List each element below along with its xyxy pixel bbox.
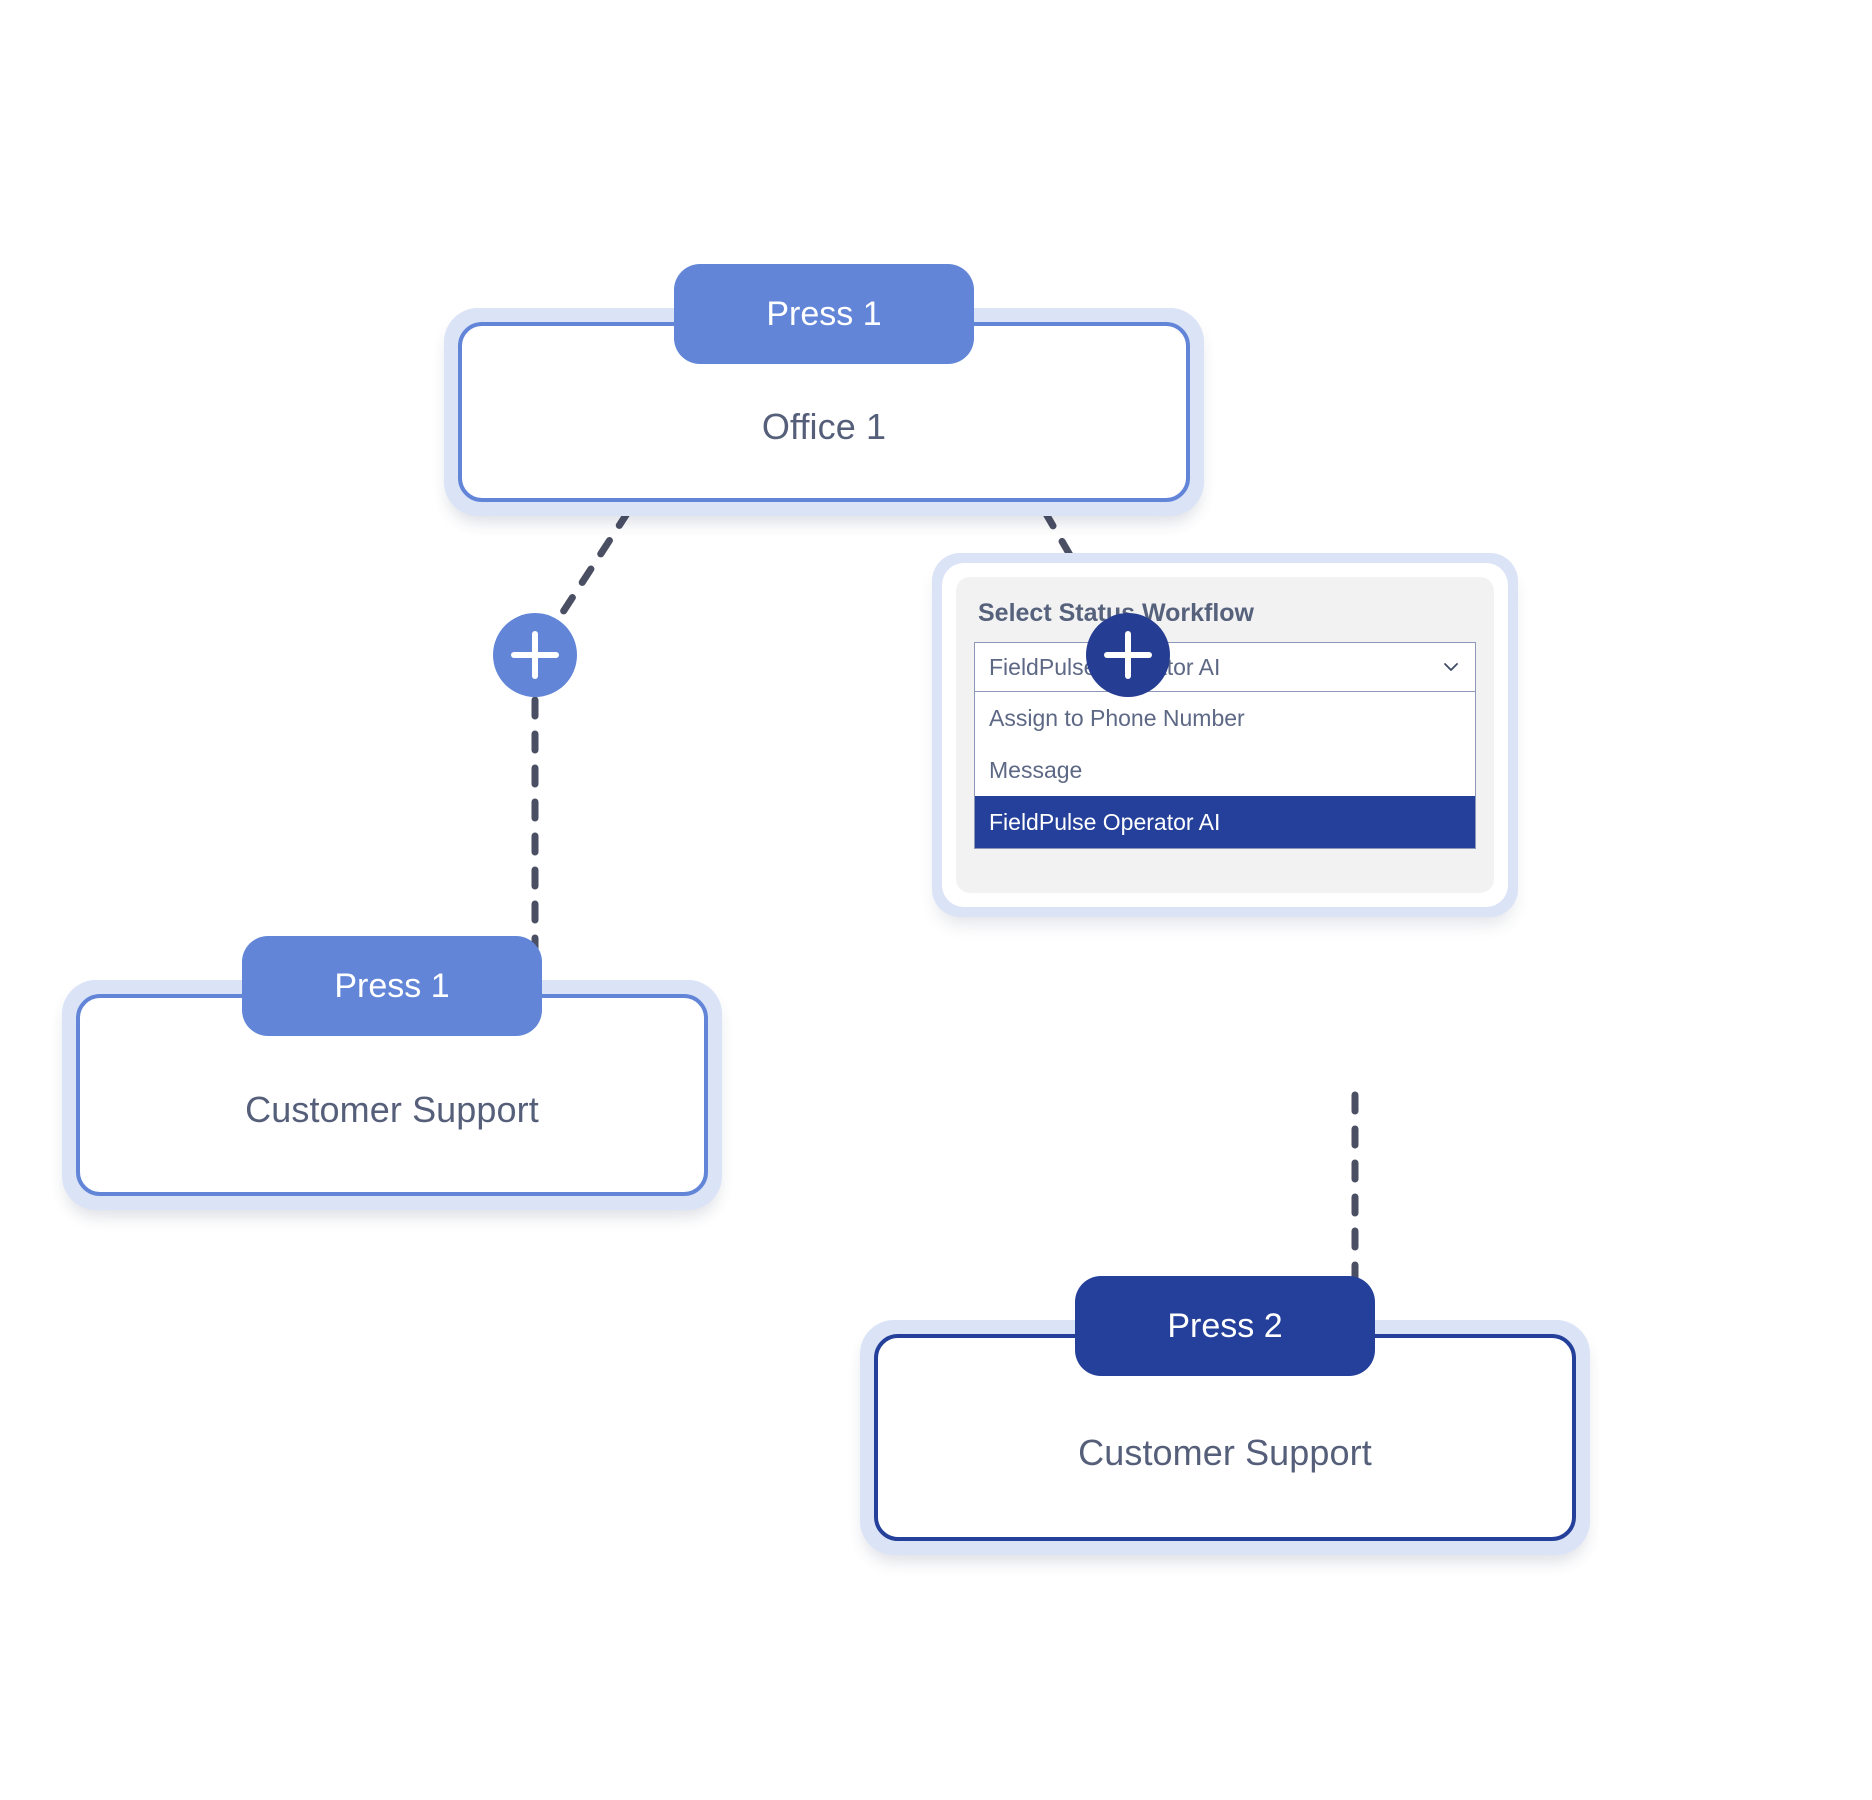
node-title: Office 1 (761, 406, 887, 447)
status-workflow-select[interactable]: FieldPulse Operator AI (974, 642, 1476, 692)
node-badge-press[interactable]: Press 1 (674, 264, 974, 364)
plus-icon-vertical-bar (532, 631, 538, 679)
option-label: Assign to Phone Number (989, 704, 1245, 731)
plus-icon-vertical-bar (1125, 631, 1131, 679)
flow-node-customer-support-right[interactable]: Customer Support Press 2 (860, 1276, 1590, 1555)
popover-inner-panel: Select Status Workflow FieldPulse Operat… (956, 577, 1494, 893)
option-label: Message (989, 756, 1083, 783)
popover-title: Select Status Workflow (978, 599, 1254, 627)
node-title: Customer Support (245, 1089, 539, 1130)
node-badge-press[interactable]: Press 1 (242, 936, 542, 1036)
popover-card: Select Status Workflow FieldPulse Operat… (942, 563, 1508, 907)
select-status-workflow-popover: Select Status Workflow FieldPulse Operat… (932, 553, 1518, 917)
add-step-button-right[interactable] (1086, 613, 1170, 697)
node-card-body: Office 1 (458, 322, 1190, 502)
list-item[interactable]: Message (975, 744, 1475, 796)
flow-node-customer-support-left[interactable]: Customer Support Press 1 (62, 936, 722, 1210)
status-workflow-option-list[interactable]: Assign to Phone Number Message FieldPuls… (974, 692, 1476, 849)
node-title: Customer Support (1078, 1431, 1372, 1473)
add-step-button-left[interactable] (493, 613, 577, 697)
flow-node-office-1[interactable]: Office 1 Press 1 (444, 264, 1204, 516)
node-badge-press[interactable]: Press 2 (1075, 1276, 1375, 1376)
option-label: FieldPulse Operator AI (989, 808, 1221, 835)
chevron-down-icon (1444, 663, 1458, 671)
list-item-selected[interactable]: FieldPulse Operator AI (975, 796, 1475, 848)
list-item[interactable]: Assign to Phone Number (975, 692, 1475, 744)
